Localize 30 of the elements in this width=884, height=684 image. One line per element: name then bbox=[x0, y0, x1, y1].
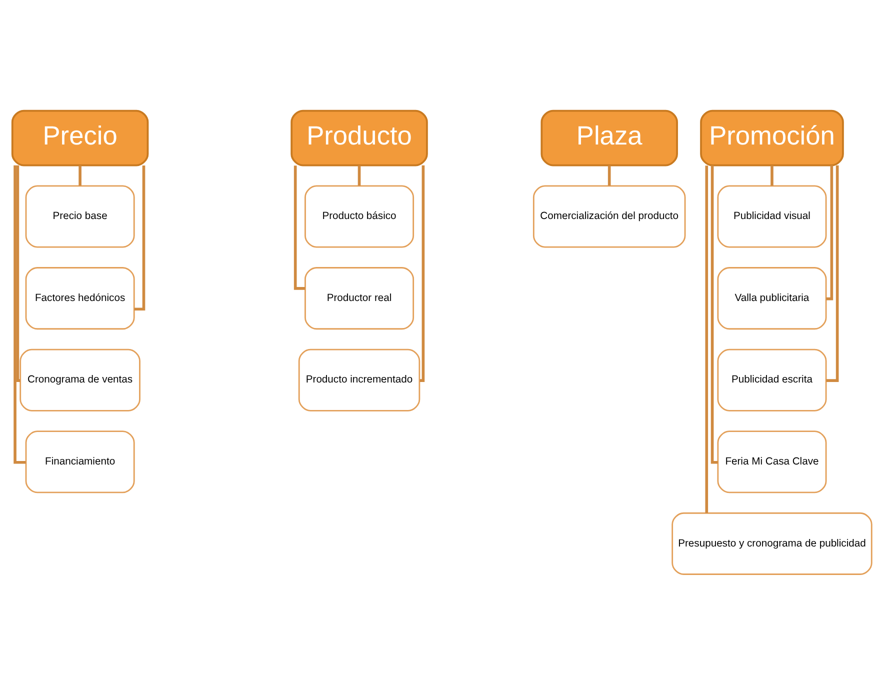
node-box: Comercialización del producto bbox=[532, 184, 686, 248]
node-box: Feria Mi Casa Clave bbox=[717, 430, 827, 493]
connector bbox=[134, 165, 146, 310]
node-box: Producto básico bbox=[304, 184, 414, 248]
node-box: Publicidad visual bbox=[717, 184, 827, 248]
node-box: Producto incrementado bbox=[298, 348, 420, 411]
connector bbox=[358, 164, 361, 186]
connector bbox=[710, 164, 718, 464]
connector bbox=[294, 165, 306, 290]
connector bbox=[770, 164, 774, 186]
node-box: Valla publicitaria bbox=[717, 266, 827, 330]
connector bbox=[420, 164, 425, 382]
connector bbox=[826, 164, 834, 300]
node-box: Precio bbox=[11, 109, 149, 166]
connector bbox=[14, 164, 26, 464]
node-box: Precio base bbox=[25, 184, 135, 248]
node-box: Productor real bbox=[304, 266, 414, 330]
node-box: Cronograma de ventas bbox=[20, 348, 140, 411]
connector bbox=[826, 164, 839, 382]
connector bbox=[78, 164, 82, 186]
connector bbox=[705, 165, 708, 513]
connector bbox=[608, 164, 611, 186]
node-box: Promoción bbox=[700, 109, 844, 166]
node-box: Producto bbox=[290, 109, 428, 166]
node-box: Publicidad escrita bbox=[717, 348, 827, 411]
node-box: Factores hedónicos bbox=[25, 266, 135, 330]
node-box: Financiamiento bbox=[25, 430, 135, 493]
node-box: Presupuesto y cronograma de publicidad bbox=[672, 512, 872, 574]
connector bbox=[16, 164, 20, 382]
node-box: Plaza bbox=[540, 109, 678, 166]
